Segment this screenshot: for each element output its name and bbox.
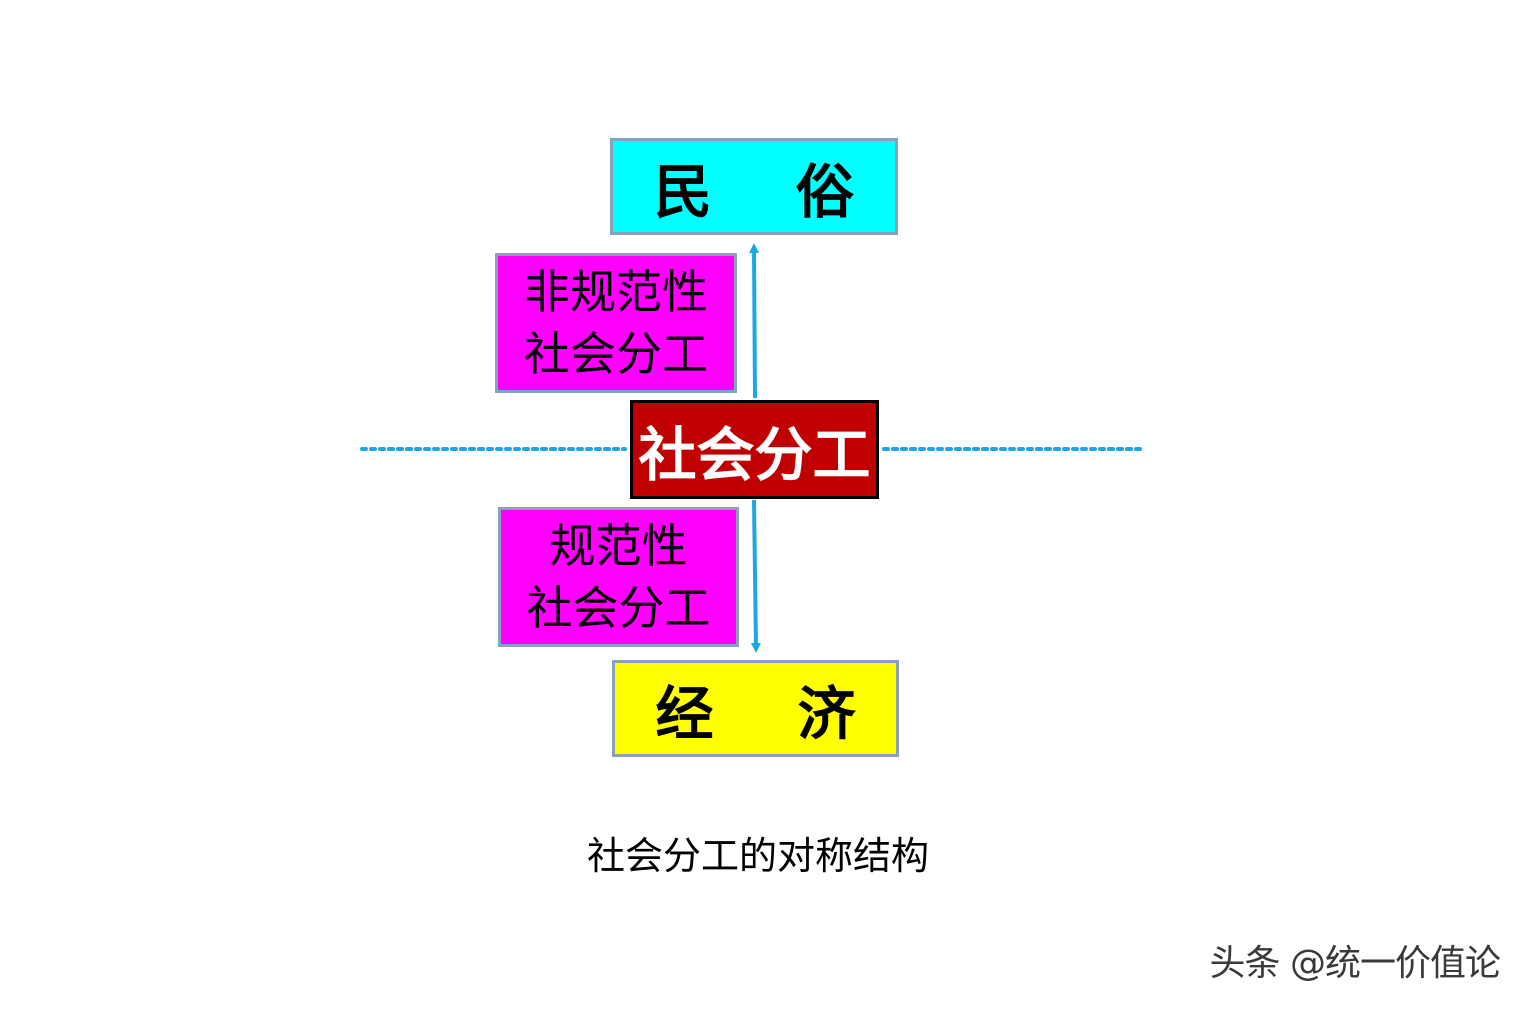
minsu-char-1: 民 (654, 157, 713, 226)
normative-line-1: 规范性 (549, 519, 688, 573)
social-division-center-box: 社会分工 (630, 400, 879, 499)
jingji-char-1: 经 (655, 679, 714, 748)
arrow-down-to-jingji (750, 499, 761, 653)
non-normative-line-1: 非规范性 (524, 265, 708, 319)
arrow-up-to-minsu (749, 243, 760, 399)
normative-division-box: 规范性 社会分工 (498, 507, 739, 647)
non-normative-line-2: 社会分工 (524, 327, 708, 381)
normative-line-2: 社会分工 (526, 581, 711, 635)
center-label: 社会分工 (638, 420, 871, 489)
watermark: 头条 @统一价值论 (1209, 943, 1501, 984)
jingji-box: 经 济 (612, 660, 899, 757)
non-normative-division-box: 非规范性 社会分工 (495, 253, 737, 393)
jingji-label: 经 济 (656, 667, 856, 751)
jingji-char-2: 济 (797, 679, 856, 748)
minsu-label: 民 俗 (654, 145, 854, 229)
minsu-char-2: 俗 (795, 157, 854, 226)
minsu-box: 民 俗 (610, 138, 898, 235)
diagram-caption: 社会分工的对称结构 (586, 833, 929, 878)
